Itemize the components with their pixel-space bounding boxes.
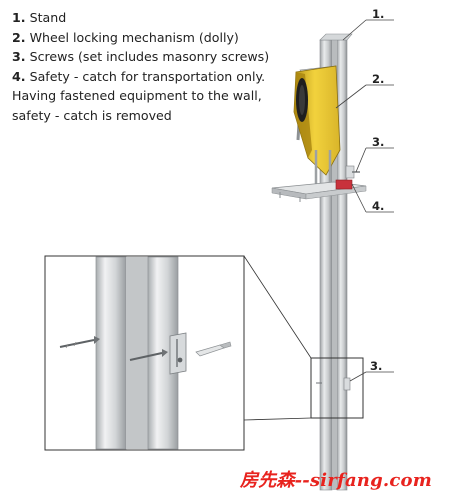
detail-screw-left: [59, 336, 100, 349]
detail-bracket: [169, 332, 187, 375]
callout-label-3: 3.: [372, 135, 385, 149]
callout-leaders: [335, 19, 394, 382]
legend-number: 4.: [12, 68, 26, 84]
watermark: 房先森--sirfang.com: [240, 466, 432, 492]
legend-item-safety-catch: 4. Safety - catch for transportation onl…: [12, 67, 274, 126]
detail-masonry-anchor: [195, 341, 232, 357]
legend-item-stand: 1. Stand: [12, 8, 274, 28]
legend-number: 1.: [12, 10, 26, 25]
lower-bracket: [316, 377, 351, 391]
detail-screw-middle: [129, 349, 168, 361]
detail-source-box: [310, 357, 364, 419]
legend-item-screws: 3. Screws (set includes masonry screws): [12, 47, 274, 67]
watermark-latin: --sirfang.com: [294, 470, 432, 491]
legend-text: Wheel locking mechanism (dolly): [29, 29, 239, 45]
detail-connector-bottom: [243, 417, 312, 421]
legend-item-wheel-locking: 2. Wheel locking mechanism (dolly): [12, 28, 274, 48]
callout-label-1: 1.: [372, 7, 385, 21]
detail-connector-top: [243, 255, 312, 359]
legend: 1. Stand 2. Wheel locking mechanism (dol…: [12, 8, 274, 126]
legend-number: 2.: [12, 29, 26, 45]
legend-text: Screws (set includes masonry screws): [29, 49, 270, 65]
callout-label-4: 4.: [372, 199, 385, 213]
legend-text: Safety - catch for transportation only. …: [12, 68, 266, 123]
callout-label-2: 2.: [372, 72, 385, 86]
wheel-locking-mechanism: [293, 65, 341, 188]
legend-text: Stand: [29, 10, 67, 25]
callout-label-3-detail: 3.: [370, 359, 383, 373]
detail-view: [44, 255, 245, 451]
watermark-chinese: 房先森: [240, 470, 295, 491]
safety-catch: [335, 179, 353, 190]
legend-number: 3.: [12, 49, 26, 65]
